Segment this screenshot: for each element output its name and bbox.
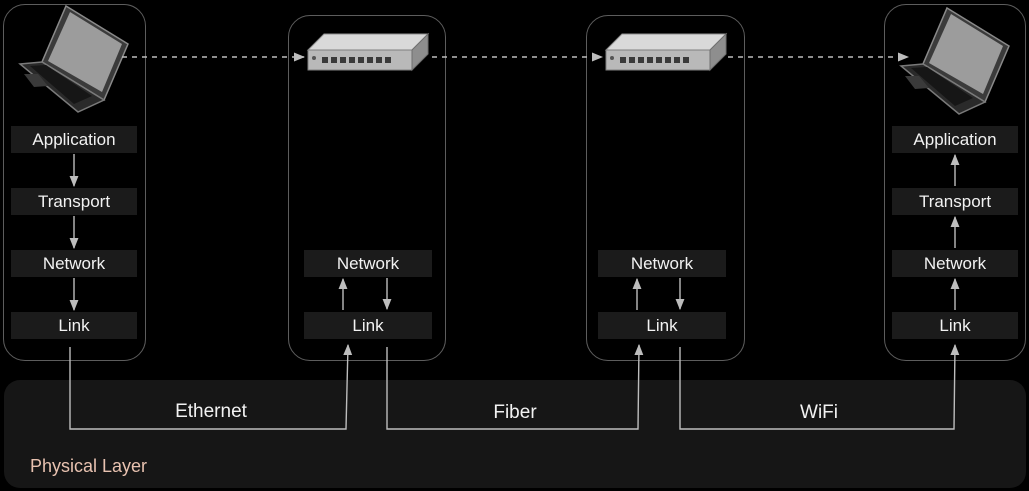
sender-network-layer: Network <box>11 250 137 277</box>
receiver-link-layer: Link <box>892 312 1018 339</box>
network-switch-icon <box>306 32 430 72</box>
fiber-link-path <box>386 343 644 430</box>
ethernet-medium-label: Ethernet <box>175 401 247 422</box>
network-switch-icon <box>604 32 728 72</box>
wifi-medium-label: WiFi <box>800 402 838 423</box>
receiver-transport-layer: Transport <box>892 188 1018 215</box>
receiver-application-layer: Application <box>892 126 1018 153</box>
switch-1-frame <box>288 15 446 361</box>
physical-layer-band <box>4 380 1026 488</box>
wifi-link-path <box>679 343 960 430</box>
sender-host-frame <box>3 4 146 361</box>
switch-1-link-layer: Link <box>304 312 432 339</box>
sender-application-layer: Application <box>11 126 137 153</box>
laptop-icon <box>899 6 1010 115</box>
ethernet-link-path <box>69 343 353 430</box>
switch-2-link-layer: Link <box>598 312 726 339</box>
fiber-medium-label: Fiber <box>493 402 537 423</box>
switch-1-network-layer: Network <box>304 250 432 277</box>
physical-layer-label: Physical Layer <box>30 456 148 476</box>
laptop-icon <box>18 4 129 113</box>
sender-link-layer: Link <box>11 312 137 339</box>
sender-transport-layer: Transport <box>11 188 137 215</box>
switch-2-frame <box>586 15 745 361</box>
receiver-network-layer: Network <box>892 250 1018 277</box>
switch-2-network-layer: Network <box>598 250 726 277</box>
